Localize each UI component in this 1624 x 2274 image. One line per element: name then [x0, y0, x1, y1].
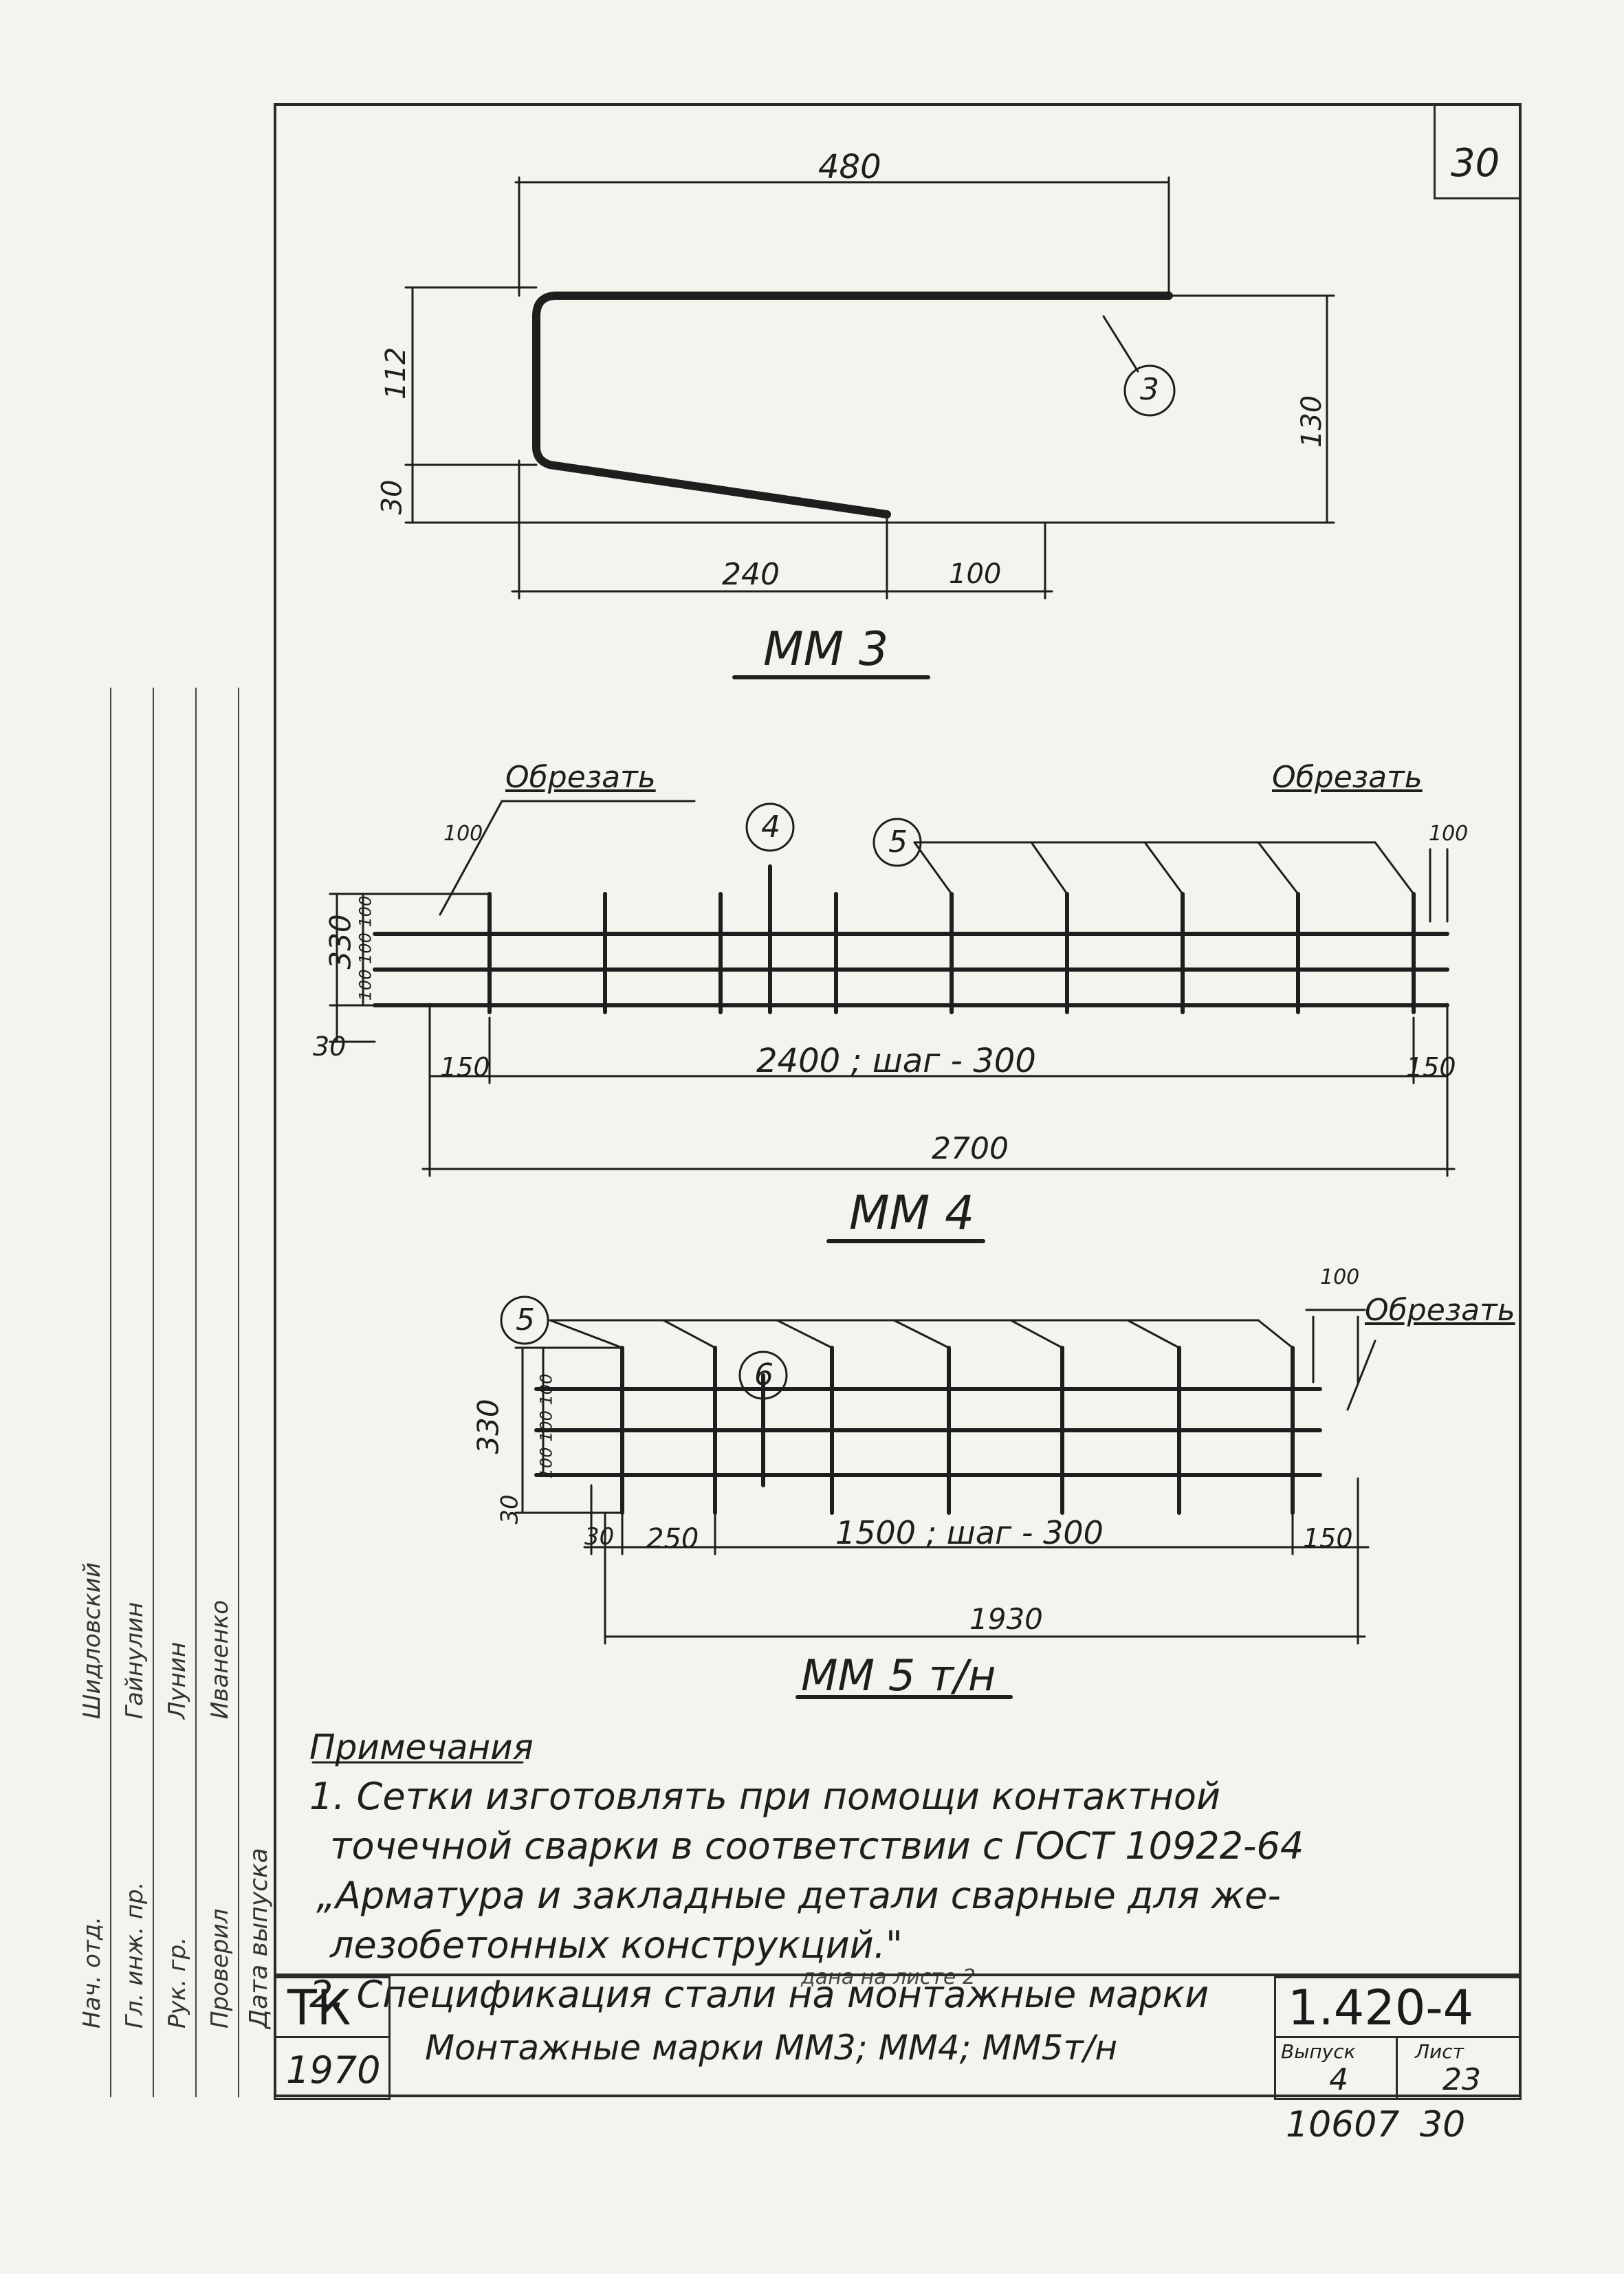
note-line-2: точечной сварки в соответствии с ГОСТ 10… — [330, 1824, 1304, 1868]
mm5-longitudinal-bars — [534, 1387, 1322, 1477]
mm5-callout-b-circle — [738, 1351, 788, 1400]
notes-heading: Примечания — [309, 1727, 534, 1767]
org-label: ТК — [287, 1980, 351, 2036]
mm5-dim-total: 1930 — [969, 1602, 1043, 1636]
sheet-number-box — [1434, 103, 1522, 199]
mm5-dim-mid: 1500 ; шаг - 300 — [835, 1514, 1104, 1551]
mm4-dim-total: 2700 — [932, 1131, 1009, 1166]
mm3-dim-right: 130 — [1296, 395, 1328, 448]
mm4-dim-right-end: 150 — [1406, 1052, 1456, 1082]
mm4-dim-mid: 2400 ; шаг - 300 — [756, 1042, 1036, 1080]
mm3-dim-bottom-left: 240 — [722, 557, 780, 592]
stamp-col-4 — [197, 688, 239, 2097]
mm4-dim-height: 330 — [323, 914, 358, 970]
mm3-callout-circle — [1123, 364, 1176, 417]
note-line-5: 2. Спецификация стали на монтажные марки — [309, 1973, 1209, 2016]
mm3-bent-bar — [532, 292, 1173, 518]
mm5-dim-height: 330 — [471, 1399, 505, 1454]
stamp-col-3 — [154, 688, 197, 2097]
note-line-3: „Арматура и закладные детали сварные для… — [316, 1874, 1281, 1917]
bottom-number: 30 — [1420, 2104, 1466, 2145]
drawing-frame — [274, 103, 1522, 2097]
mm3-dim-left-upper: 112 — [380, 347, 413, 400]
mm4-callout-b-label: 5 — [888, 824, 908, 860]
mm4-dim-rows: 100 100 100 — [355, 895, 375, 1001]
mm4-label: ММ 4 — [849, 1186, 975, 1240]
note-line-1: 1. Сетки изготовлять при помощи контактн… — [309, 1775, 1221, 1818]
mm4-callout-b-circle — [873, 818, 922, 867]
sheet-cell — [1396, 2036, 1522, 2100]
mm5-dim-first: 30 — [584, 1523, 615, 1551]
year-label: 1970 — [286, 2048, 381, 2092]
mm4-cut-left-label: Обрезать — [505, 760, 656, 795]
mm4-cut-right-label: Обрезать — [1272, 760, 1423, 795]
mm4-cross-bars — [487, 864, 1416, 1014]
mm5-dim-rows: 100 100 100 — [536, 1373, 556, 1479]
mm3-callout-label: 3 — [1140, 372, 1159, 407]
mm4-dim-cut-right: 100 — [1429, 822, 1469, 846]
sheet-code: 1.420-4 — [1288, 1980, 1474, 2036]
mm4-longitudinal-bars — [373, 932, 1449, 1007]
mm5-dim-second: 250 — [646, 1523, 699, 1555]
issue-label: Выпуск — [1281, 2040, 1356, 2063]
mm4-dim-left-end: 150 — [440, 1052, 490, 1082]
sheet-value: 23 — [1442, 2062, 1481, 2097]
stamp-col-2 — [111, 688, 154, 2097]
bottom-code: 10607 — [1286, 2104, 1400, 2145]
mm3-dim-left-lower: 30 — [376, 479, 408, 515]
stamp-col-1 — [69, 688, 111, 2097]
notes-block: Примечания 1. Сетки изготовлять при помо… — [309, 1723, 1506, 2020]
mm5-cut-label: Обрезать — [1365, 1293, 1515, 1328]
mm3-dimensions — [404, 176, 1335, 600]
year-cell — [274, 2036, 391, 2100]
mm3-label: ММ 3 — [763, 622, 889, 677]
mm5-callout-b-label: 6 — [754, 1357, 773, 1392]
mm5-callout-a-label: 5 — [516, 1302, 535, 1337]
title-block: ТК 1970 Монтажные марки ММ3; ММ4; ММ5т/н… — [274, 1974, 1522, 2100]
mm5-dim-right-end: 150 — [1303, 1523, 1353, 1553]
mm3-dim-bottom-right: 100 — [949, 558, 1002, 590]
mm5-dimensions — [514, 1309, 1376, 1645]
mm5-label: ММ 5 т/н — [801, 1650, 996, 1701]
mm4-dim-cut-left: 100 — [443, 822, 483, 846]
mm4-callout-a-circle — [745, 802, 795, 852]
issue-value: 4 — [1329, 2062, 1348, 2097]
note-line-4: лезобетонных конструкций." — [330, 1923, 903, 1967]
mm5-callout-a-circle — [500, 1295, 549, 1345]
sheet-label: Лист — [1415, 2040, 1464, 2063]
corner-sheet-number: 30 — [1451, 141, 1500, 186]
approval-stamp-strip: Нач. отд. Гл. инж. пр. Рук. гр. Проверил… — [69, 688, 274, 2097]
note-line-5-overwrite: дана на листе 2 — [801, 1965, 976, 1989]
mm4-dimensions — [329, 800, 1456, 1177]
sheet-title: Монтажные марки ММ3; ММ4; ММ5т/н — [425, 2028, 1118, 2068]
mm5-dim-bottom-gap: 30 — [496, 1494, 524, 1524]
mm5-dim-cut: 100 — [1320, 1265, 1360, 1289]
mm4-callout-a-label: 4 — [761, 809, 780, 844]
mm3-dim-top: 480 — [818, 148, 881, 186]
mm4-dim-bottom-gap: 30 — [313, 1031, 347, 1062]
